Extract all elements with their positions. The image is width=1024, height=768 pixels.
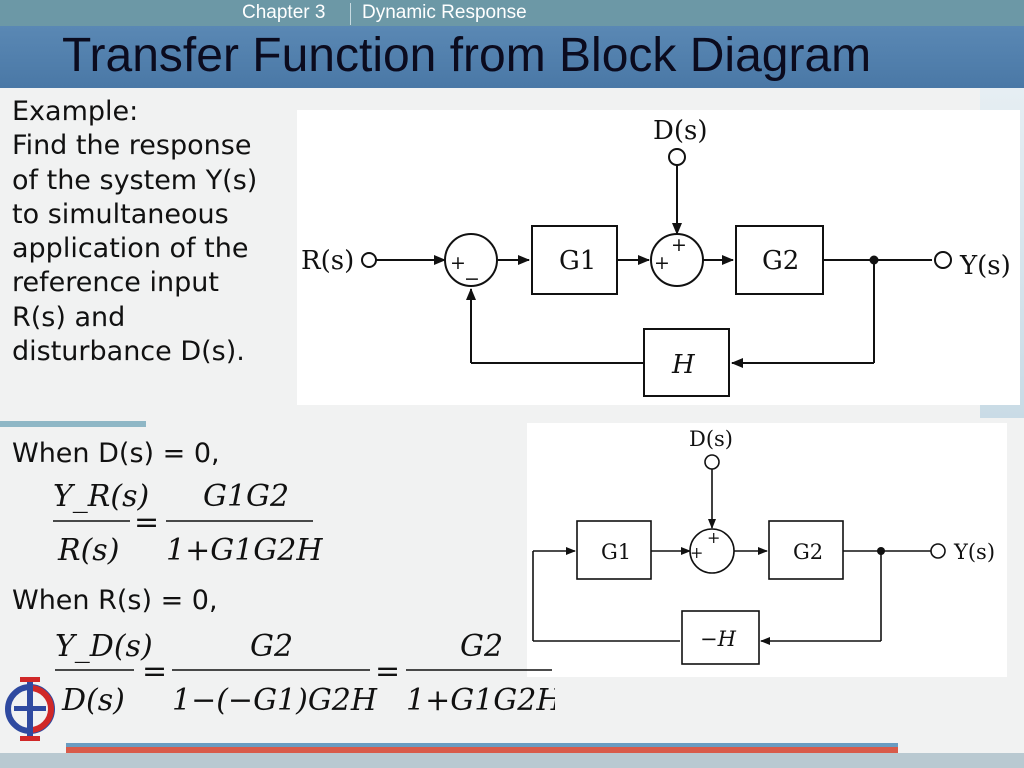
example-line-6: reference input [12, 267, 219, 298]
input-label: R(s) [301, 246, 354, 276]
section-divider [0, 421, 146, 427]
title-bar [0, 26, 1024, 88]
svg-text:=: = [142, 654, 167, 689]
block-diagram-1: R(s) Y(s) D(s) G1 G2 H + − + + [297, 110, 1020, 405]
example-line-3: of the system Y(s) [12, 165, 258, 196]
sum2-top-plus: + [671, 234, 687, 256]
eq2-lhs-numerator: Y_D(s) [55, 629, 153, 664]
example-line-7: R(s) and [12, 302, 126, 333]
sum1-plus-sign: + [450, 252, 466, 274]
eq1-lhs-numerator: Y_R(s) [53, 479, 149, 514]
block-g2-label-2: G2 [793, 540, 823, 564]
output-label: Y(s) [959, 251, 1011, 281]
header-separator [350, 3, 351, 25]
eq2-rhs-numerator: G2 [460, 629, 503, 664]
footer-accent-bar [66, 743, 898, 753]
example-line-4: to simultaneous [12, 199, 229, 230]
block-diagram-2: D(s) Y(s) G1 G2 −H + + [527, 423, 1007, 677]
example-line-2: Find the response [12, 130, 252, 161]
example-line-1: Example: [12, 96, 139, 127]
eq2-mid-numerator: G2 [250, 629, 293, 664]
block-neg-h-label: −H [700, 627, 737, 651]
eq2-lhs-denominator: D(s) [61, 683, 125, 718]
eq1-rhs-denominator: 1+G1G2H [166, 533, 323, 568]
institution-logo-icon [5, 677, 55, 741]
chapter-label: Chapter 3 [242, 2, 326, 23]
svg-text:=: = [134, 505, 159, 540]
eq2-rhs-denominator: 1+G1G2H [406, 683, 555, 718]
eq1-rhs-numerator: G1G2 [203, 479, 289, 514]
transfer-function-yr: Y_R(s) R(s) = G1G2 1+G1G2H [53, 479, 323, 568]
block-g2-label: G2 [762, 246, 799, 276]
eq1-lhs-denominator: R(s) [57, 533, 119, 568]
case-r-zero: When R(s) = 0, [12, 585, 218, 616]
chapter-header-bar: Chapter 3 Dynamic Response [0, 0, 1024, 26]
output-label-2: Y(s) [953, 540, 995, 564]
section-label: Dynamic Response [362, 2, 527, 23]
sum-top-plus: + [707, 528, 720, 547]
block-h-label: H [671, 350, 696, 380]
sum1-minus-sign: − [464, 268, 480, 290]
block-g1-label-2: G1 [601, 540, 631, 564]
disturbance-label-2: D(s) [689, 427, 733, 451]
example-line-5: application of the [12, 233, 249, 264]
case-d-zero: When D(s) = 0, [12, 438, 220, 469]
footer-bar [0, 753, 1024, 768]
sum2-left-plus: + [654, 252, 670, 274]
disturbance-label: D(s) [653, 116, 707, 146]
sum-left-plus: + [690, 543, 703, 562]
block-g1-label: G1 [559, 246, 596, 276]
eq2-mid-denominator: 1−(−G1)G2H [172, 683, 378, 718]
transfer-function-yd: Y_D(s) D(s) = G2 1−(−G1)G2H = G2 1+G1G2H [55, 629, 555, 718]
example-line-8: disturbance D(s). [12, 336, 245, 367]
slide-title: Transfer Function from Block Diagram [62, 29, 872, 82]
svg-text:=: = [375, 654, 400, 689]
